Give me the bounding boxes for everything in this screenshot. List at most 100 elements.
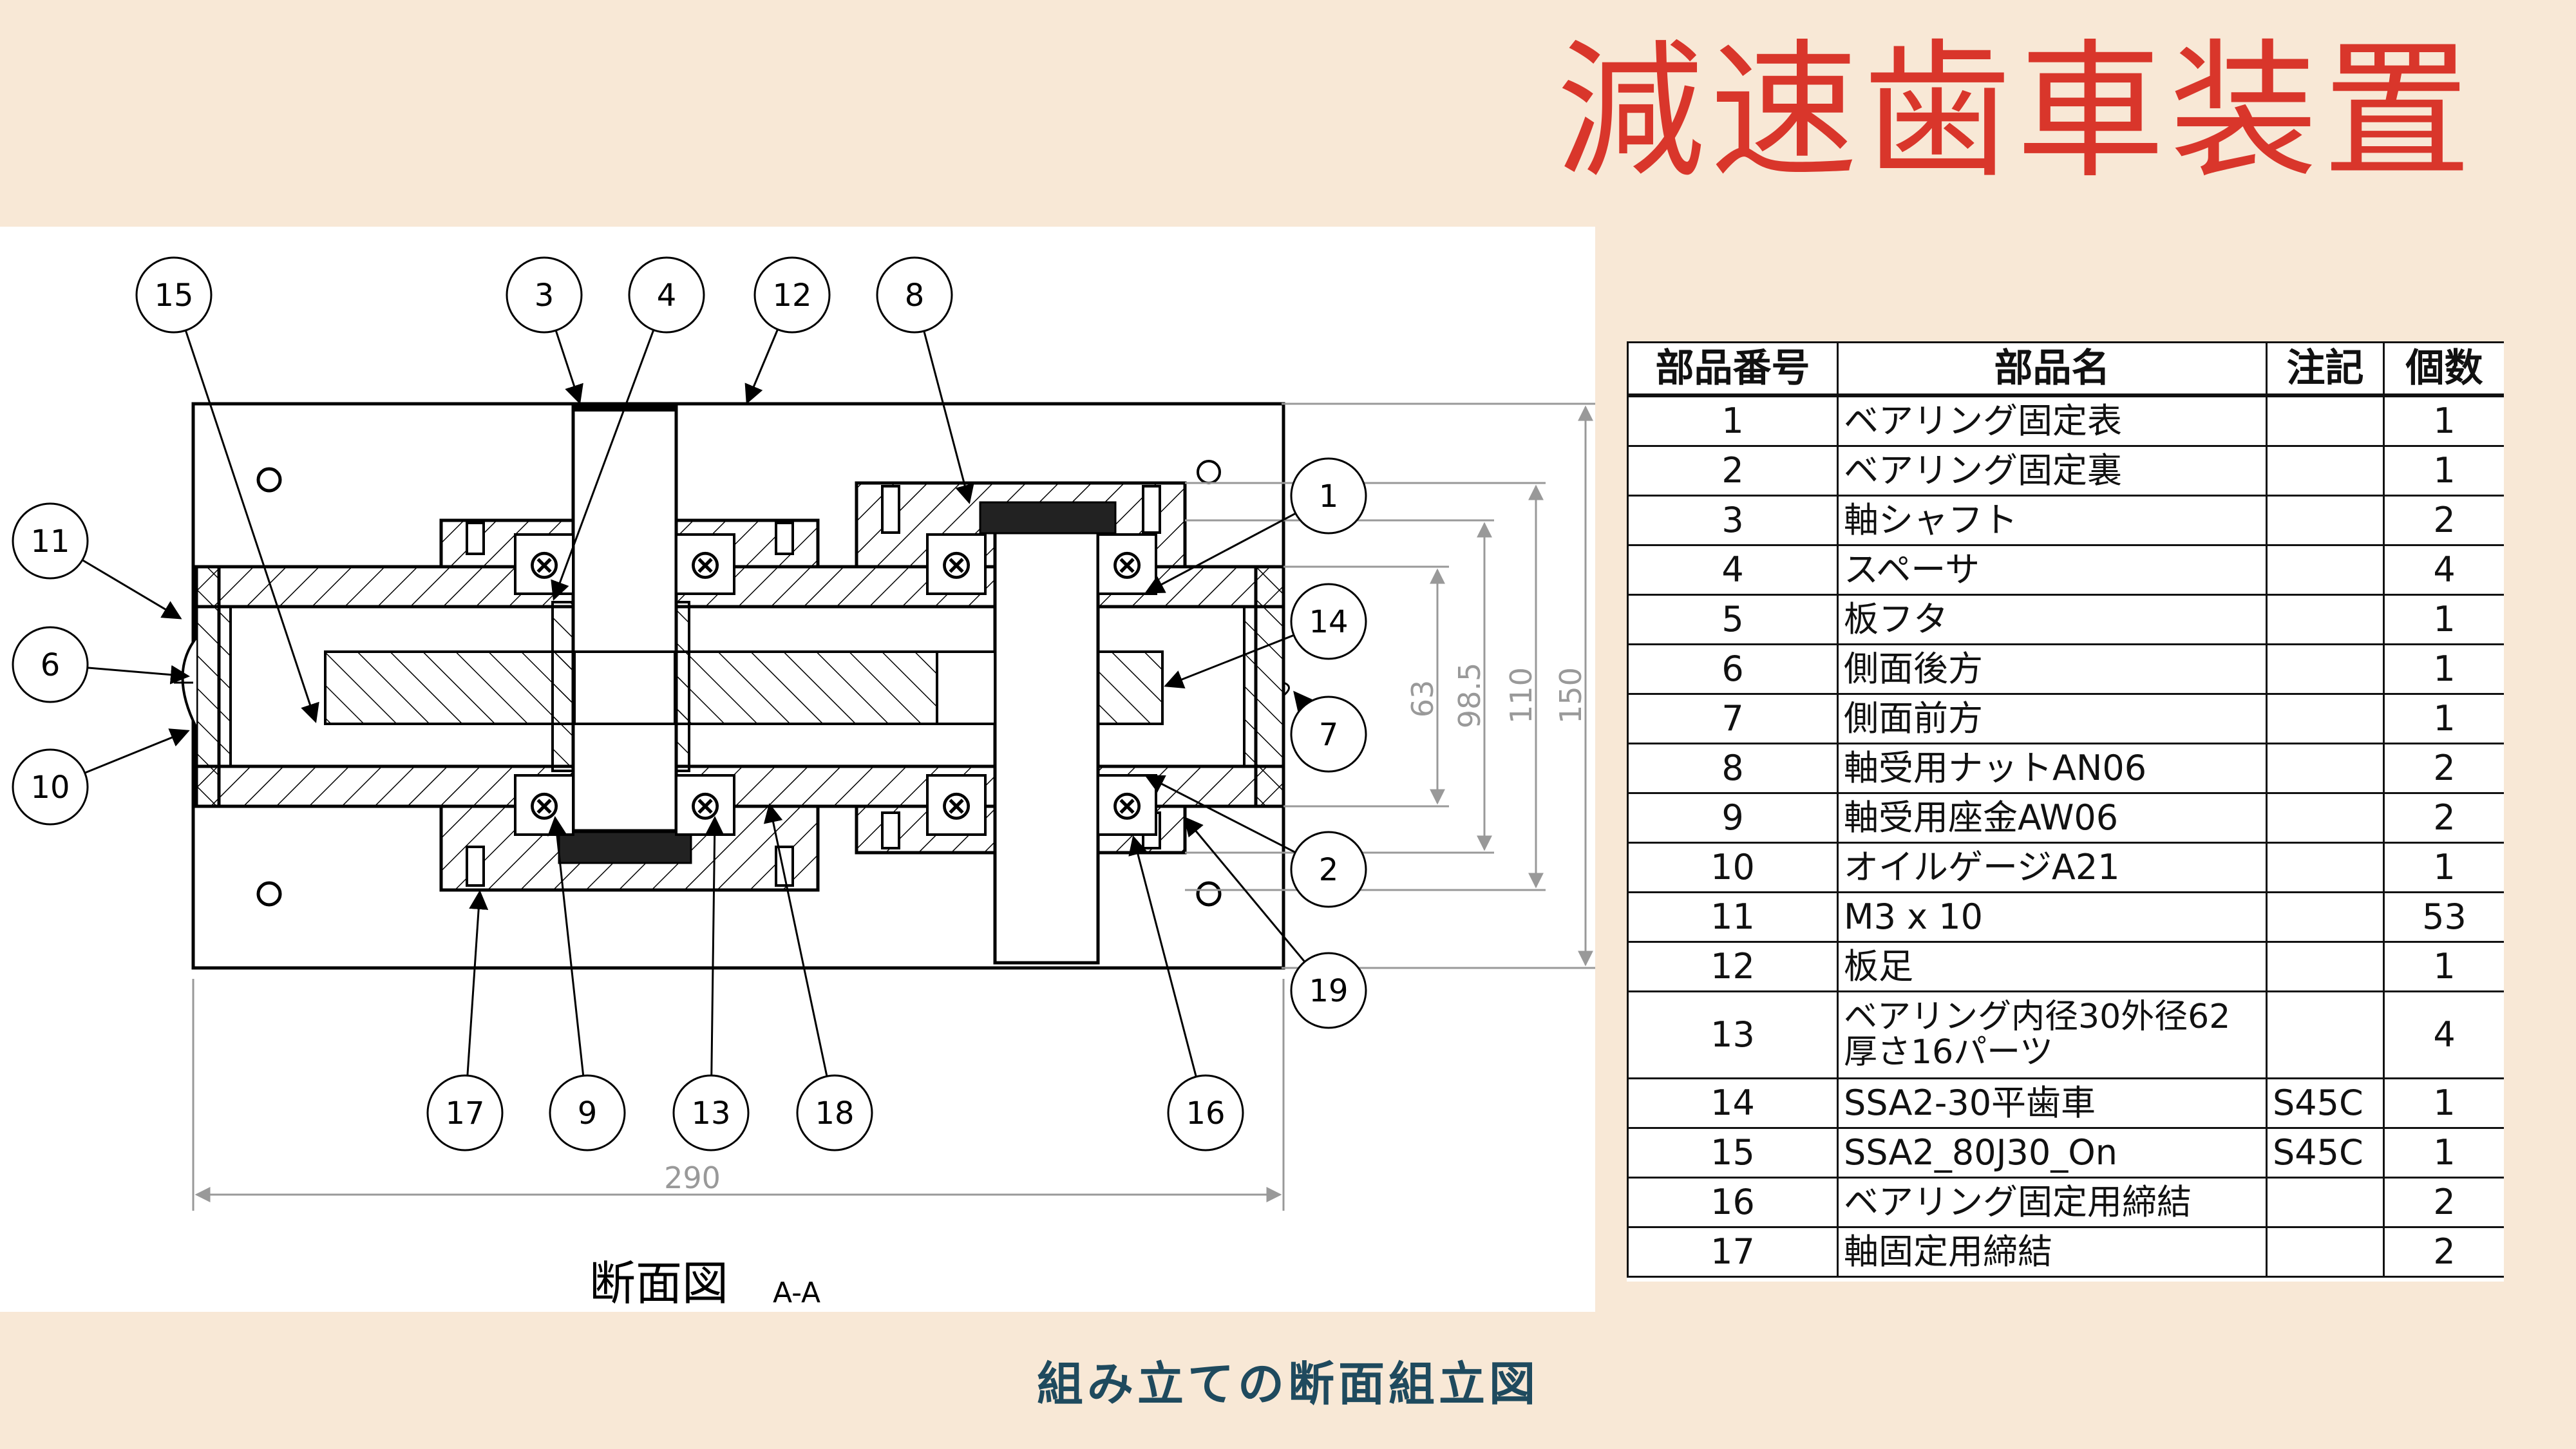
balloon-circle bbox=[135, 256, 213, 334]
qty-cell: 2 bbox=[2383, 495, 2504, 546]
bearings bbox=[514, 533, 1157, 836]
part-name-cell: ベアリング固定用締結 bbox=[1837, 1177, 2268, 1228]
part-no-cell: 8 bbox=[1627, 743, 1839, 794]
housing-right-wall bbox=[1254, 565, 1285, 808]
qty-cell: 1 bbox=[2383, 941, 2504, 992]
qty-cell: 4 bbox=[2383, 990, 2504, 1079]
part-no-cell: 3 bbox=[1627, 495, 1839, 546]
qty-cell: 2 bbox=[2383, 1177, 2504, 1228]
balloon-label: 14 bbox=[1309, 604, 1348, 640]
qty-cell: 2 bbox=[2383, 1226, 2504, 1278]
part-no-cell: 13 bbox=[1627, 990, 1839, 1079]
part-name-cell: 板足 bbox=[1837, 941, 2268, 992]
mount-hole bbox=[256, 467, 282, 493]
leader-line bbox=[1293, 690, 1313, 712]
part-name-cell: ベアリング固定裏 bbox=[1837, 445, 2268, 497]
qty-cell: 1 bbox=[2383, 693, 2504, 744]
part-name-cell: 側面後方 bbox=[1837, 643, 2268, 695]
leader-line bbox=[923, 330, 974, 504]
dim-98-5: 98.5 bbox=[1452, 663, 1487, 728]
balloon-label: 3 bbox=[535, 278, 554, 314]
note-cell bbox=[2266, 544, 2385, 596]
part-name-cell: SSA2-30平歯車 bbox=[1837, 1077, 2268, 1129]
part-name-cell: SSA2_80J30_On bbox=[1837, 1127, 2268, 1179]
balloon-circle bbox=[753, 256, 831, 334]
balloon-label: 7 bbox=[1319, 717, 1339, 753]
qty-cell: 1 bbox=[2383, 445, 2504, 497]
note-cell bbox=[2266, 495, 2385, 546]
view-suffix: A-A bbox=[773, 1276, 820, 1309]
note-cell bbox=[2266, 792, 2385, 844]
svg-text:⊗: ⊗ bbox=[688, 782, 723, 829]
leader-line bbox=[184, 330, 319, 723]
svg-text:⊗: ⊗ bbox=[527, 541, 562, 589]
qty-cell: 1 bbox=[2383, 594, 2504, 645]
svg-text:⊗: ⊗ bbox=[688, 541, 723, 589]
leader-line bbox=[87, 665, 190, 685]
part-name-cell: スペーサ bbox=[1837, 544, 2268, 596]
qty-cell: 1 bbox=[2383, 842, 2504, 893]
part-no-cell: 5 bbox=[1627, 594, 1839, 645]
balloon-label: 12 bbox=[772, 278, 811, 314]
part-name-cell: M3 x 10 bbox=[1837, 891, 2268, 943]
balloon-circle bbox=[12, 626, 89, 703]
balloon-circle bbox=[549, 1074, 626, 1151]
balloon-label: 18 bbox=[815, 1095, 854, 1132]
figure-caption: 組み立ての断面組立図 bbox=[1036, 1357, 1539, 1411]
svg-text:⊗: ⊗ bbox=[939, 541, 974, 589]
balloon-circle bbox=[426, 1074, 504, 1151]
header-qty: 個数 bbox=[2383, 341, 2504, 397]
section-view-drawing: ⊗⊗ ⊗⊗ ⊗⊗ ⊗⊗ 290 150 110 98. bbox=[12, 256, 1595, 1311]
note-cell bbox=[2266, 891, 2385, 943]
balloon-circle bbox=[796, 1074, 873, 1151]
nut bbox=[979, 501, 1117, 535]
balloon-label: 1 bbox=[1319, 478, 1339, 515]
qty-cell: 1 bbox=[2383, 394, 2504, 447]
shaft-left bbox=[571, 404, 678, 833]
part-name-cell: ベアリング内径30外径62厚さ16パーツ bbox=[1837, 990, 2268, 1079]
balloon-label: 2 bbox=[1319, 852, 1339, 888]
qty-cell: 1 bbox=[2383, 1127, 2504, 1179]
part-no-cell: 14 bbox=[1627, 1077, 1839, 1129]
side-plate-front bbox=[1243, 605, 1257, 768]
part-no-cell: 17 bbox=[1627, 1226, 1839, 1278]
qty-cell: 4 bbox=[2383, 544, 2504, 596]
leader-line bbox=[547, 816, 585, 1076]
part-no-cell: 11 bbox=[1627, 891, 1839, 943]
leader-line bbox=[1144, 775, 1296, 853]
page-title: 減速歯車装置 bbox=[1556, 26, 2476, 198]
balloon-circle bbox=[1290, 457, 1367, 535]
balloon-label: 19 bbox=[1309, 973, 1348, 1009]
note-cell bbox=[2266, 643, 2385, 695]
balloon-circle bbox=[1290, 583, 1367, 660]
leader-line bbox=[82, 559, 182, 620]
balloon-label: 4 bbox=[657, 278, 677, 314]
note-cell bbox=[2266, 394, 2385, 447]
svg-text:⊗: ⊗ bbox=[1110, 782, 1144, 829]
small-gear bbox=[1097, 650, 1164, 725]
part-name-cell: 軸受用ナットAN06 bbox=[1837, 743, 2268, 794]
balloon-circle bbox=[1290, 831, 1367, 908]
housing-left-wall bbox=[194, 565, 221, 808]
section-drawing-panel: ⊗⊗ ⊗⊗ ⊗⊗ ⊗⊗ 290 150 110 98. bbox=[0, 227, 1595, 1312]
note-cell bbox=[2266, 990, 2385, 1079]
note-cell bbox=[2266, 842, 2385, 893]
qty-cell: 1 bbox=[2383, 1077, 2504, 1129]
leader-line bbox=[466, 890, 489, 1076]
balloon-label: 11 bbox=[30, 524, 70, 560]
balloon-circle bbox=[672, 1074, 750, 1151]
balloon-label: 16 bbox=[1186, 1095, 1225, 1132]
